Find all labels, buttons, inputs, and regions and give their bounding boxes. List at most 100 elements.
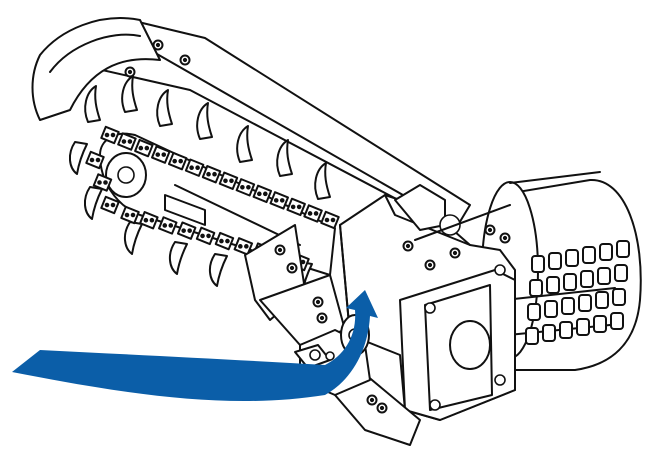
drum-slot (527, 303, 541, 321)
chain-pin (206, 171, 211, 177)
drum-slots (525, 240, 630, 345)
chain-pin (161, 152, 167, 157)
chain-link (269, 191, 289, 210)
chain-link (184, 158, 205, 177)
chain-pin (296, 204, 302, 210)
chain-link (134, 138, 154, 158)
chain-pin (263, 191, 268, 197)
chain-link (252, 184, 273, 204)
bolt-center (369, 397, 375, 403)
drum-slot (544, 300, 558, 318)
cutting-tooth (169, 241, 188, 275)
drum-slot (576, 318, 590, 336)
drum-slot (614, 264, 628, 282)
chain-link (195, 226, 216, 246)
chain-link (100, 125, 120, 145)
chain-pin (273, 198, 279, 203)
chain-pin (121, 139, 127, 144)
bolt-center (452, 250, 458, 256)
chain-pin (206, 233, 211, 239)
chain-link (201, 165, 222, 184)
drum-slot (548, 252, 562, 270)
bolt-center (289, 265, 295, 271)
rotation-arrow-icon (12, 290, 378, 402)
bolt-center (319, 315, 325, 321)
chain-pin (290, 204, 296, 210)
chain-link (303, 204, 323, 223)
chain-pin (168, 223, 174, 228)
chain-pin (138, 145, 144, 151)
chain-pin (143, 217, 149, 223)
chain-pin (127, 139, 133, 144)
bolt-center (182, 57, 188, 63)
drum-slot (542, 324, 556, 342)
chain-pin (181, 228, 186, 233)
chain-link (100, 195, 120, 215)
cutting-tooth (84, 186, 103, 220)
bolt-center (127, 69, 133, 75)
chain-pin (89, 157, 95, 163)
chain-pin (240, 185, 245, 190)
drum-slot (599, 243, 613, 261)
cutting-tooth (236, 125, 253, 163)
chain-pin (104, 132, 110, 138)
chain-pin (155, 152, 161, 157)
chain-link (120, 205, 140, 225)
chain-pin (103, 180, 108, 185)
chain-pin (97, 180, 102, 185)
bolt-center (405, 243, 411, 249)
chain-pin (212, 171, 217, 177)
drum-slot (612, 288, 626, 306)
chain-pin (324, 217, 330, 223)
cutting-tooth (314, 162, 331, 200)
chain-pin (307, 211, 313, 216)
bolt-center (427, 262, 433, 268)
drum-slot (578, 294, 592, 312)
cutting-tooth (69, 141, 88, 175)
chain-link (139, 211, 159, 230)
drum-slot (561, 297, 575, 315)
drum-slot (582, 246, 596, 264)
chain-pin (313, 211, 319, 216)
bolt-center (487, 227, 493, 233)
gearbox-housing (339, 184, 516, 421)
chain-pin (187, 228, 192, 233)
cutting-tooth (124, 221, 143, 255)
drum-slot (531, 255, 545, 273)
chain-link (151, 145, 171, 164)
bolt-center (502, 235, 508, 241)
cutting-tooth (196, 102, 213, 140)
drum-slot (559, 321, 573, 339)
chain-link (286, 197, 306, 217)
chain-pin (246, 185, 251, 190)
bolt-center (277, 247, 283, 253)
chain-link (320, 210, 340, 230)
chain-link (218, 171, 239, 190)
chain-pin (124, 212, 130, 218)
drum-slot (565, 249, 579, 267)
chain-link (117, 132, 137, 151)
bolt-center (315, 299, 321, 305)
drum-housing (481, 171, 642, 371)
chain-pin (238, 244, 243, 249)
chain-pin (130, 212, 136, 218)
chain-link (167, 151, 188, 171)
chain-pin (200, 233, 205, 239)
chain-pin (110, 132, 116, 138)
boom-frame (31, 17, 471, 276)
drum-slot (595, 291, 609, 309)
drum-slot (580, 270, 594, 288)
chain-pin (257, 191, 262, 197)
drum-slot (546, 276, 560, 294)
chain-pin (144, 145, 150, 151)
cutting-tooth (84, 85, 101, 123)
chain-pin (110, 202, 116, 208)
cutting-tooth (121, 75, 138, 113)
drum-slot (610, 312, 624, 330)
chain-link (92, 173, 113, 192)
drum-slot (616, 240, 630, 258)
drum-slot (593, 315, 607, 333)
chain-pin (279, 198, 285, 203)
